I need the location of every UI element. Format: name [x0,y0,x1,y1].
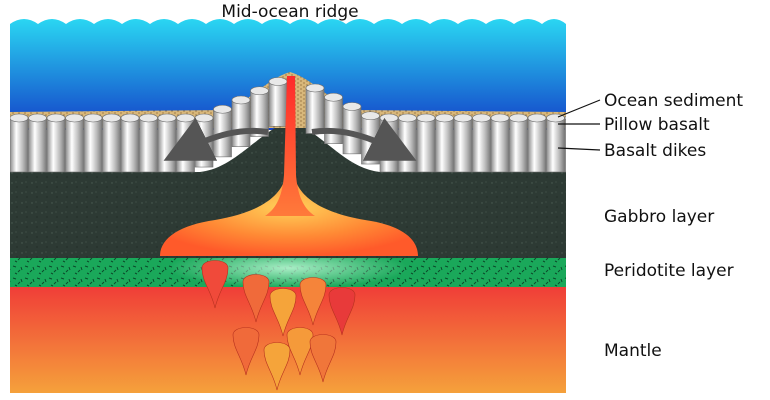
label-ocean-sediment: Ocean sediment [604,91,743,111]
label-pillow-basalt: Pillow basalt [604,115,710,135]
leader-line-ocean-sediment [557,99,601,118]
dike-cylinder-cap [324,92,343,102]
magma-conduit [265,76,315,216]
magma-diapir [201,260,229,309]
magma-diapir [286,327,314,376]
dike-cylinder-cap [509,113,528,123]
label-basalt-dikes: Basalt dikes [604,141,706,161]
dike-cylinder [46,117,66,173]
dike-cylinder-cap [453,113,473,123]
dike-cylinder [398,117,417,173]
dike-cylinder-cap [83,113,103,123]
dike-cylinder-cap [361,111,380,121]
dike-cylinder-cap [10,113,29,123]
magma-diapir [309,334,337,383]
dike-cylinder-cap [472,113,491,123]
dike-cylinder-cap [213,104,232,114]
dike-cylinder [65,117,84,173]
magma-diapir [328,287,356,336]
dike-cylinder-cap [268,77,288,86]
dike-cylinder-cap [46,113,66,123]
dike-cylinder [102,117,121,173]
title-mid-ocean-ridge: Mid-ocean ridge [221,2,358,22]
dike-cylinder [527,117,547,173]
dike-cylinder-cap [398,113,417,123]
dike-cylinder [416,117,436,173]
dike-cylinder [139,117,158,173]
dike-cylinder [435,117,454,173]
leader-line-basalt-dikes [557,147,601,151]
dike-cylinder-cap [194,113,214,123]
dike-cylinder-cap [120,113,140,123]
dike-cylinder-cap [416,113,436,123]
dike-cylinder [324,96,343,144]
magma-diapir [242,274,270,323]
dike-cylinder-cap [379,113,399,123]
dike-cylinder-cap [305,83,325,93]
dike-cylinder-cap [102,113,121,123]
label-gabbro-layer: Gabbro layer [604,207,714,227]
dike-cylinder [490,117,510,173]
dike-cylinder-cap [342,102,362,111]
dike-cylinder [83,117,103,173]
magma-diapir [263,342,291,391]
dike-cylinder-cap [231,95,251,105]
spreading-arrow-left [163,117,269,161]
dike-cylinder [305,87,325,134]
label-peridotite-layer: Peridotite layer [604,261,734,281]
dike-cylinder-cap [65,113,84,123]
dike-cylinder-cap [176,113,195,123]
dike-cylinder-cap [435,113,454,123]
dike-cylinder [472,117,491,173]
dike-cylinder-cap [250,86,269,96]
dike-cylinder [546,117,565,173]
dike-cylinder-cap [157,113,177,123]
label-mantle: Mantle [604,341,662,361]
dike-cylinder [157,117,177,173]
magma-diapir [299,277,327,326]
magma-diapir [269,288,297,337]
spreading-arrow-right [311,117,417,161]
dike-cylinder [28,117,47,173]
dike-cylinder-cap [28,113,47,123]
dike-cylinder [268,81,288,127]
dike-cylinder [120,117,140,173]
dike-cylinder-cap [564,115,566,121]
dike-cylinder-cap [527,113,547,123]
dike-cylinder [453,117,473,173]
dike-cylinder-cap [490,113,510,123]
magma-diapir [232,327,260,376]
dike-cylinder [10,117,29,173]
dike-cylinder [509,117,528,173]
dike-cylinder [564,117,566,173]
dike-cylinder-cap [139,113,158,123]
dike-cylinder [231,99,251,148]
rising-magma-diapirs [201,260,356,391]
